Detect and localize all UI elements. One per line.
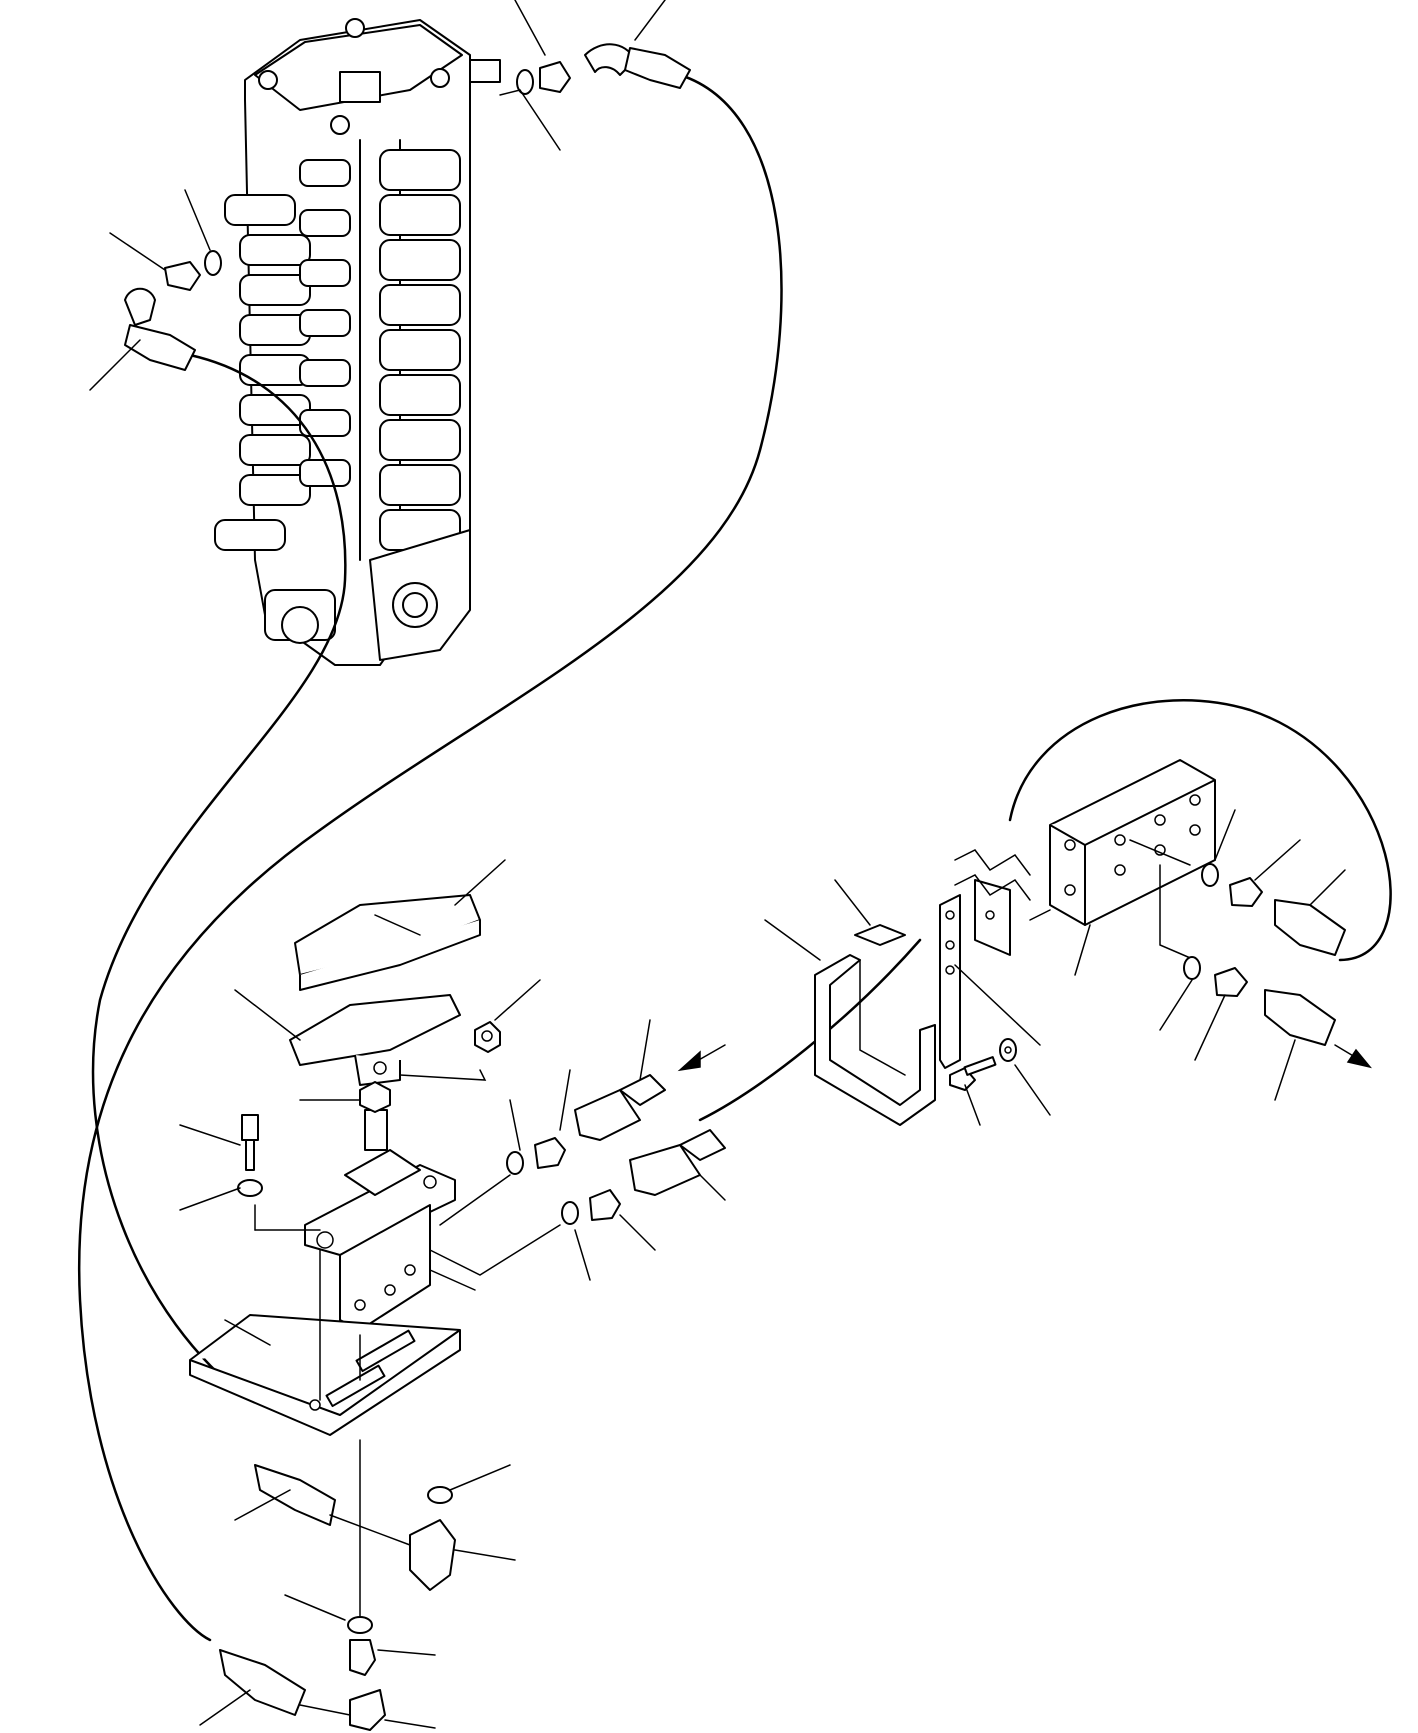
lower-fittings [219, 1439, 456, 1731]
arrow-outlet [1334, 1044, 1372, 1069]
elbow-left [124, 287, 156, 326]
hose-end-junction-upper [1274, 899, 1346, 956]
o-ring-lower-a [427, 1486, 453, 1504]
adapter-top [539, 61, 571, 93]
adapter-pedal-upper [534, 1137, 566, 1169]
elbow-lower-b [349, 1689, 386, 1731]
hose-end-lower-a [254, 1464, 336, 1526]
top-fittings [499, 43, 691, 96]
adapter-junction-lower [1214, 967, 1248, 997]
pedal-upper [294, 894, 481, 991]
pedal-fittings-lower [429, 1129, 726, 1276]
hose-main-return [77, 73, 783, 1642]
bracket [939, 879, 1041, 1069]
o-ring-left [204, 250, 222, 276]
hose-junction-loop [698, 699, 1392, 1122]
o-ring-junction-lower [1183, 956, 1201, 980]
adapter-junction-upper [1229, 877, 1263, 907]
o-ring-lower-b [347, 1616, 373, 1634]
o-ring-pedal-lower [561, 1201, 579, 1225]
hose-end-pedal-upper [574, 1089, 641, 1141]
bolt-pedal [237, 1114, 321, 1231]
hose-end-lower-b [219, 1649, 306, 1716]
hose-end-top [624, 47, 691, 89]
clamp [814, 924, 936, 1126]
mounting-plate [189, 1249, 461, 1436]
adapter-left [164, 261, 201, 291]
nut-pedal [399, 1021, 501, 1081]
adapter-pedal-lower [589, 1189, 621, 1221]
arrow-inlet [677, 1044, 726, 1072]
leader-lines [89, 0, 1346, 1729]
elbow-lower-a [409, 1519, 456, 1591]
o-ring-top [516, 69, 534, 95]
hose-end-pedal-lower [629, 1144, 701, 1196]
washer-pedal [237, 1179, 263, 1197]
break-mark [954, 849, 1031, 901]
junction-block [1029, 759, 1216, 926]
o-ring-junction-upper [1201, 863, 1219, 887]
hose-pilot-left [91, 353, 347, 1402]
left-fittings [124, 250, 222, 371]
pedal-lower [289, 994, 461, 1086]
hose-end-left [124, 324, 196, 371]
adapter-lower-b [349, 1639, 376, 1676]
junction-fittings-lower [1159, 864, 1336, 1046]
pedal-valve [304, 1081, 456, 1331]
control-valve [214, 18, 501, 666]
bolt-bracket [949, 1038, 1017, 1091]
o-ring-pedal-upper [506, 1151, 524, 1175]
hose-end-junction-lower [1264, 989, 1336, 1046]
pedal-fittings-upper [439, 1074, 666, 1226]
